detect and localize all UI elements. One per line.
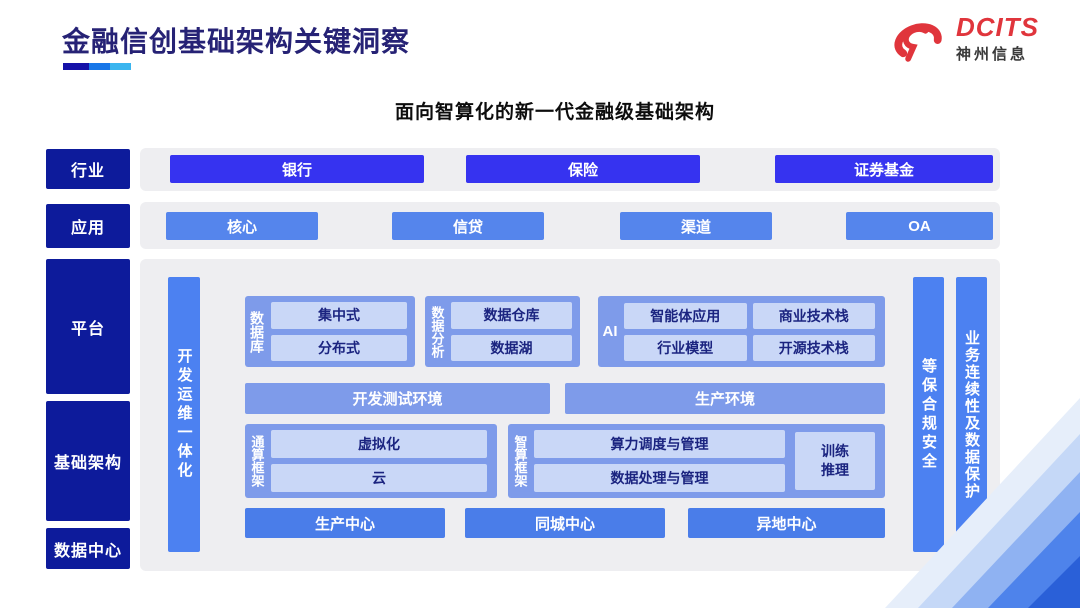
sidebar-item-infrastructure: 基础架构	[46, 401, 130, 521]
group-data-analytics-label: 数据分析	[429, 305, 445, 358]
node-production-env: 生产环境	[565, 383, 885, 414]
node-agent-apps: 智能体应用	[624, 302, 747, 329]
node-channel: 渠道	[620, 212, 772, 240]
node-compute-scheduling: 算力调度与管理	[534, 430, 785, 458]
group-database-label: 数据库	[249, 310, 265, 353]
node-credit: 信贷	[392, 212, 544, 240]
node-remote-center: 异地中心	[688, 508, 885, 538]
node-insurance: 保险	[466, 155, 700, 183]
node-data-processing: 数据处理与管理	[534, 464, 785, 492]
group-intelligent-computing-label: 智算框架	[512, 435, 528, 487]
group-intelligent-computing: 智算框架 算力调度与管理 数据处理与管理 训练推理	[508, 424, 885, 498]
sidebar-item-industry: 行业	[46, 149, 130, 189]
node-dev-test-env: 开发测试环境	[245, 383, 550, 414]
group-general-computing: 通算框架 虚拟化 云	[245, 424, 497, 498]
group-ai: AI 智能体应用 商业技术栈 行业模型 开源技术栈	[598, 296, 885, 367]
corner-decoration	[885, 398, 1080, 608]
dcits-swirl-icon	[894, 23, 942, 62]
node-virtualization: 虚拟化	[271, 430, 487, 458]
node-bank: 银行	[170, 155, 424, 183]
group-ai-label: AI	[602, 323, 618, 340]
group-database: 数据库 集中式 分布式	[245, 296, 415, 367]
underline-segment-mid	[89, 63, 110, 70]
title-underline	[63, 63, 131, 70]
node-securities-funds: 证券基金	[775, 155, 993, 183]
underline-segment-dark	[63, 63, 89, 70]
sidebar-item-datacenter: 数据中心	[46, 528, 130, 569]
sidebar-item-platform: 平台	[46, 259, 130, 394]
node-oa: OA	[846, 212, 993, 240]
node-cloud: 云	[271, 464, 487, 492]
node-production-center: 生产中心	[245, 508, 445, 538]
node-training-inference: 训练推理	[795, 432, 875, 490]
dcits-logo: DCITS 神州信息	[888, 12, 1039, 66]
diagram-subtitle: 面向智算化的新一代金融级基础架构	[394, 102, 715, 123]
node-commercial-stack: 商业技术栈	[752, 302, 875, 329]
logo-text: DCITS 神州信息	[956, 14, 1039, 64]
node-same-city-center: 同城中心	[465, 508, 665, 538]
page-title: 金融信创基础架构关键洞察	[62, 26, 411, 57]
node-data-warehouse: 数据仓库	[451, 302, 572, 329]
logo-brand: DCITS	[956, 12, 1039, 42]
node-distributed: 分布式	[271, 334, 407, 361]
node-open-source-stack: 开源技术栈	[752, 334, 875, 361]
underline-segment-light	[110, 63, 131, 70]
sidebar-item-application: 应用	[46, 204, 130, 248]
group-data-analytics: 数据分析 数据仓库 数据湖	[425, 296, 580, 367]
pillar-devops: 开发运维一体化	[168, 277, 200, 552]
pillar-compliance-security: 等保合规安全	[913, 277, 944, 552]
node-core: 核心	[166, 212, 318, 240]
group-general-computing-label: 通算框架	[249, 435, 265, 487]
node-data-lake: 数据湖	[451, 334, 572, 361]
node-centralized: 集中式	[271, 302, 407, 329]
logo-company: 神州信息	[956, 46, 1029, 63]
node-industry-models: 行业模型	[624, 334, 747, 361]
